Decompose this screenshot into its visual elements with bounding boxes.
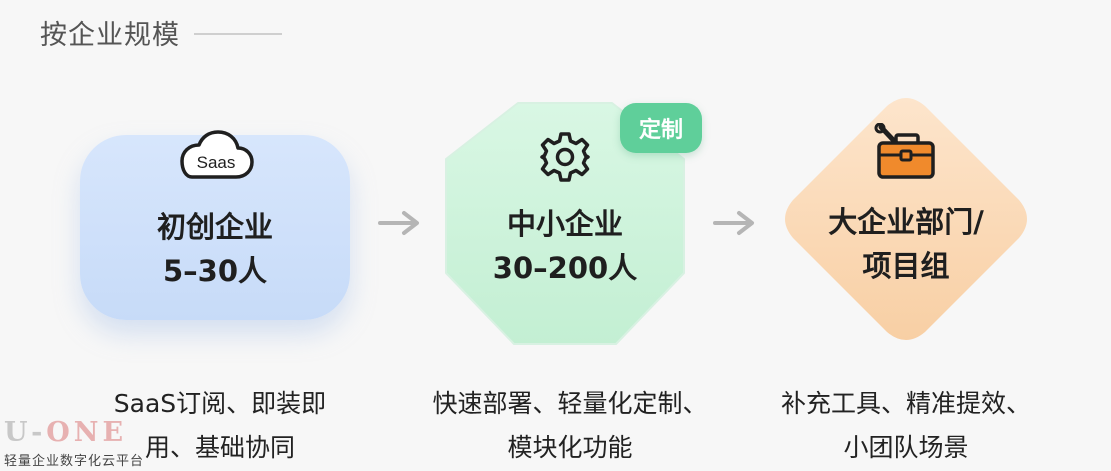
arrow-right-icon (713, 211, 754, 235)
stage-card-sme: 中小企业 30–200人 (440, 97, 690, 350)
description-line: 小团队场景 (843, 433, 969, 462)
stage-size: 5–30人 (162, 254, 268, 288)
stage-description-enterprise: 补充工具、精准提效、 小团队场景 (775, 382, 1037, 470)
section-title: 按企业规模 (40, 19, 180, 51)
description-line: SaaS订阅、即装即 (113, 389, 327, 418)
stage-label: 中小企业 30–200人 (440, 202, 690, 290)
gear-icon (540, 132, 590, 182)
cloud-icon-label: Saas (197, 153, 236, 172)
description-line: 模块化功能 (507, 433, 633, 462)
diamond-shape (785, 98, 1027, 340)
brand-logo-u: U- (4, 417, 47, 448)
stage-label: 大企业部门/ 项目组 (777, 200, 1035, 288)
header-divider (194, 33, 282, 35)
toolbox-icon (874, 123, 935, 179)
arrow-right-icon (378, 211, 419, 235)
stage-description-sme: 快速部署、轻量化定制、 模块化功能 (430, 382, 710, 470)
custom-badge: 定制 (620, 103, 702, 153)
stage-name: 初创企业 (156, 210, 273, 244)
cloud-icon: Saas (180, 130, 254, 179)
description-line: 补充工具、精准提效、 (780, 389, 1031, 418)
section-header: 按企业规模 (40, 14, 282, 51)
description-line: 用、基础协同 (144, 433, 295, 462)
stage-size: 项目组 (862, 249, 950, 283)
brand-logo: U-ONE (4, 418, 144, 448)
stage-name: 中小企业 (506, 207, 623, 241)
stage-card-startup: Saas 初创企业 5–30人 (80, 130, 350, 320)
stage-name: 大企业部门/ (828, 205, 984, 239)
brand-logo-one: ONE (46, 417, 128, 448)
stage-size: 30–200人 (492, 251, 638, 285)
stage-card-enterprise: 大企业部门/ 项目组 (777, 90, 1035, 348)
stage-label: 初创企业 5–30人 (80, 205, 350, 293)
stage-description-startup: SaaS订阅、即装即 用、基础协同 (85, 382, 355, 470)
description-line: 快速部署、轻量化定制、 (432, 389, 708, 418)
brand-watermark: U-ONE 轻量企业数字化云平台 (4, 418, 145, 470)
brand-subtitle: 轻量企业数字化云平台 (4, 454, 145, 469)
